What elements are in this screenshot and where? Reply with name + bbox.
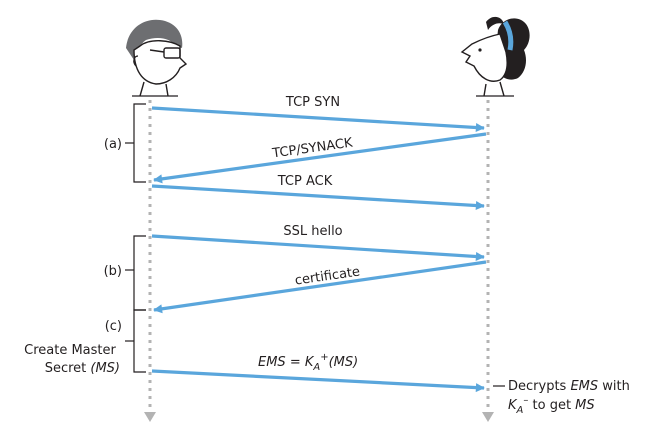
arrow-tcp-syn bbox=[151, 106, 485, 133]
decrypt-note: Decrypts EMS with KA– to get MS bbox=[508, 379, 634, 416]
arrow-tcp-ack bbox=[151, 184, 485, 211]
arrow-ems bbox=[151, 369, 485, 393]
phase-label-c: (c) bbox=[105, 319, 122, 334]
phase-bracket-c bbox=[125, 309, 146, 373]
right-lifeline-end-icon bbox=[482, 412, 494, 422]
message-label-ems: EMS = KA+(MS) bbox=[258, 352, 358, 373]
phase-label-a: (a) bbox=[104, 137, 122, 152]
arrow-certificate bbox=[153, 260, 487, 314]
arrow-tcp-synack bbox=[153, 132, 487, 184]
arrow-ssl-hello bbox=[151, 234, 485, 261]
message-label-tcp-syn: TCP SYN bbox=[285, 95, 340, 110]
phase-bracket-b bbox=[125, 235, 146, 311]
man-with-glasses-icon bbox=[126, 19, 188, 97]
left-lifeline-end-icon bbox=[144, 412, 156, 422]
phase-label-b: (b) bbox=[104, 264, 122, 279]
create-master-secret-note: Create Master Secret (MS) bbox=[24, 343, 120, 376]
phase-bracket-a bbox=[125, 103, 146, 183]
woman-with-headband-icon bbox=[460, 16, 530, 97]
message-label-tcp-ack: TCP ACK bbox=[277, 174, 333, 189]
message-label-ssl-hello: SSL hello bbox=[283, 224, 342, 239]
